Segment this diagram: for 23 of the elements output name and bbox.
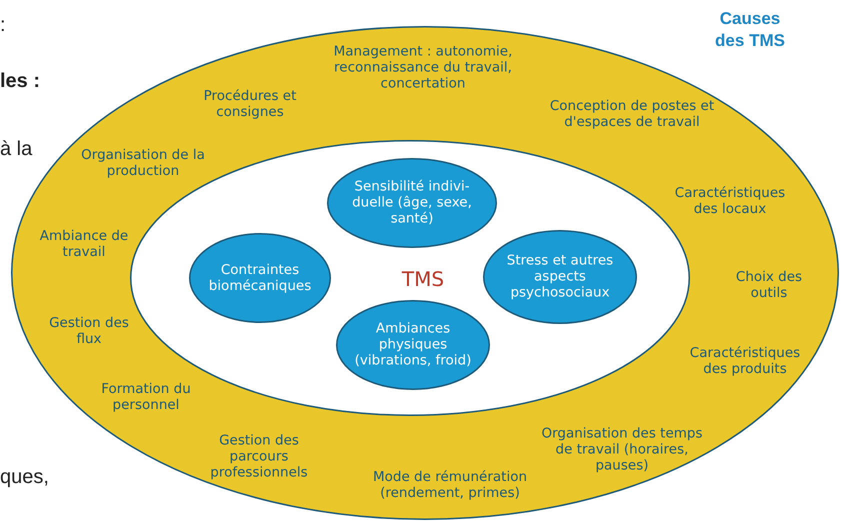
cause-label: Organisation des temps de travail (horaires, pauses): [540, 426, 704, 474]
diagram-title: Causes des TMS: [714, 8, 786, 52]
cause-label: Gestion des flux: [48, 314, 130, 348]
cause-label: Caractéristiques des produits: [688, 344, 802, 378]
cause-label: Ambiance de travail: [38, 228, 130, 260]
cause-label: Mode de rémunération (rendement, primes): [372, 468, 528, 502]
text-fragment: ques,: [0, 466, 49, 489]
factor-label: Sensibilité indivi- duelle (âge, sexe, santé): [351, 178, 473, 228]
factor-label: Contraintes biomécaniques: [208, 262, 312, 294]
cause-label: Gestion des parcours professionnels: [209, 432, 309, 482]
cause-label: Choix des outils: [734, 268, 804, 302]
center-label: TMS: [400, 267, 446, 291]
factor-label: Stress et autres aspects psychosociaux: [506, 252, 614, 302]
cause-label: Conception de postes et d'espaces de travail: [548, 98, 716, 130]
cause-label: Formation du personnel: [100, 380, 192, 414]
cause-label: Organisation de la production: [80, 146, 206, 180]
factor-label: Ambiances physiques (vibrations, froid): [354, 320, 472, 370]
cause-label: Caractéristiques des locaux: [674, 184, 786, 218]
text-fragment: les :: [0, 70, 40, 93]
cause-label: Procédures et consignes: [202, 88, 298, 120]
cause-label: Management : autonomie, reconnaissance du travail, concertation: [332, 44, 514, 92]
text-fragment: à la: [0, 138, 32, 161]
text-fragment: :: [0, 14, 6, 37]
